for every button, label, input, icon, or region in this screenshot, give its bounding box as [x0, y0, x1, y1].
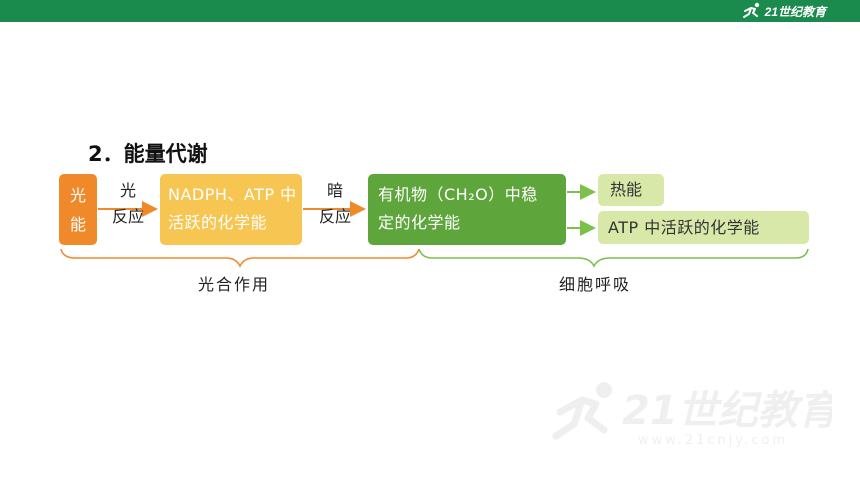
nadph-atp-box: NADPH、ATP 中 活跃的化学能 [160, 174, 302, 245]
light-reaction-line-1: 光 [119, 181, 136, 200]
section-title: 2．能量代谢 [88, 142, 208, 166]
organic-line-2: 定的化学能 [378, 213, 461, 232]
light-reaction-line-2: 反应 [111, 207, 144, 226]
watermark-url: www.21cnjy.com [638, 433, 788, 448]
nadph-atp-line-2: 活跃的化学能 [168, 213, 268, 232]
logo: 21世纪教育 [742, 2, 826, 20]
organic-line-1: 有机物（CH₂O）中稳 [378, 185, 538, 204]
light-energy-line-1: 光 [69, 186, 86, 205]
brace-photosynthesis [60, 248, 420, 268]
light-reaction-label: 光 反应 [100, 178, 156, 230]
logo-text: 21世纪教育 [764, 4, 826, 19]
watermark-text: 21世纪教育 [622, 388, 832, 434]
dark-reaction-line-2: 反应 [318, 207, 351, 226]
watermark-runner-icon [552, 382, 612, 440]
heat-energy-box: 热能 [598, 174, 664, 206]
organic-matter-box: 有机物（CH₂O）中稳 定的化学能 [368, 174, 566, 245]
light-energy-line-2: 能 [69, 215, 86, 234]
photosynthesis-label: 光合作用 [198, 275, 271, 294]
dark-reaction-line-1: 暗 [326, 181, 343, 200]
brace-respiration [418, 248, 809, 268]
light-energy-box: 光 能 [59, 174, 97, 245]
watermark-logo: 21世纪教育 www.21cnjy.com [552, 382, 832, 448]
header-bar [0, 0, 860, 22]
cell-respiration-label: 细胞呼吸 [559, 275, 632, 294]
atp-active-energy-box: ATP 中活跃的化学能 [598, 211, 809, 244]
nadph-atp-line-1: NADPH、ATP 中 [168, 185, 297, 204]
runner-logo-icon [742, 2, 759, 18]
dark-reaction-label: 暗 反应 [305, 178, 365, 230]
